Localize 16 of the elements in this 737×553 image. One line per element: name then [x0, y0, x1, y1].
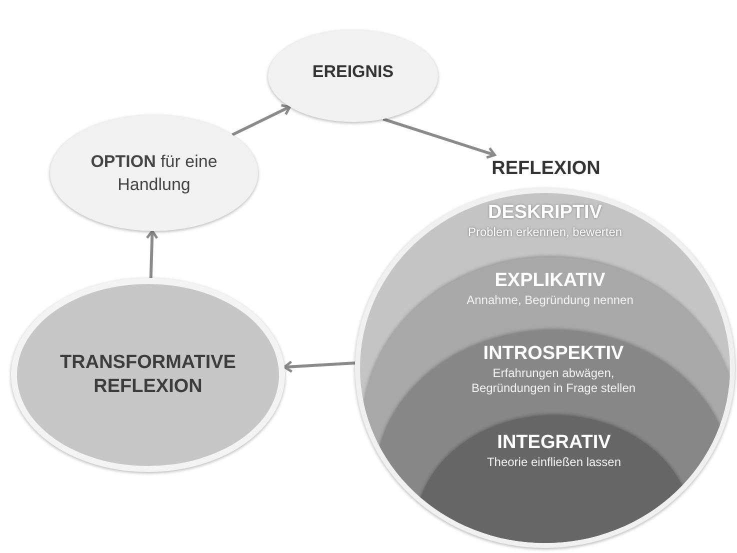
title-text: EREIGNIS	[312, 61, 394, 84]
arrow	[232, 104, 292, 136]
title-text: DESKRIPTIV	[488, 201, 602, 225]
title-text: EXPLIKATIV	[494, 269, 606, 293]
heading-text: REFLEXION	[492, 157, 600, 181]
description-text: Theorie einfließen lassen	[486, 454, 622, 470]
title-text: INTROSPEKTIV	[483, 342, 624, 366]
title-text: INTEGRATIV	[497, 431, 611, 455]
arrow	[146, 230, 158, 278]
arrow	[382, 118, 496, 159]
arrow	[283, 360, 356, 373]
title-text: TRANSFORMATIVE REFLEXION	[59, 351, 237, 399]
description-text: Annahme, Begründung nennen	[466, 292, 634, 308]
description-text: Problem erkennen, bewerten	[468, 224, 622, 240]
title-text: OPTION für eine Handlung	[90, 150, 218, 196]
description-text: Erfahrungen abwägen, Begründungen in Frage stellen	[470, 366, 637, 396]
